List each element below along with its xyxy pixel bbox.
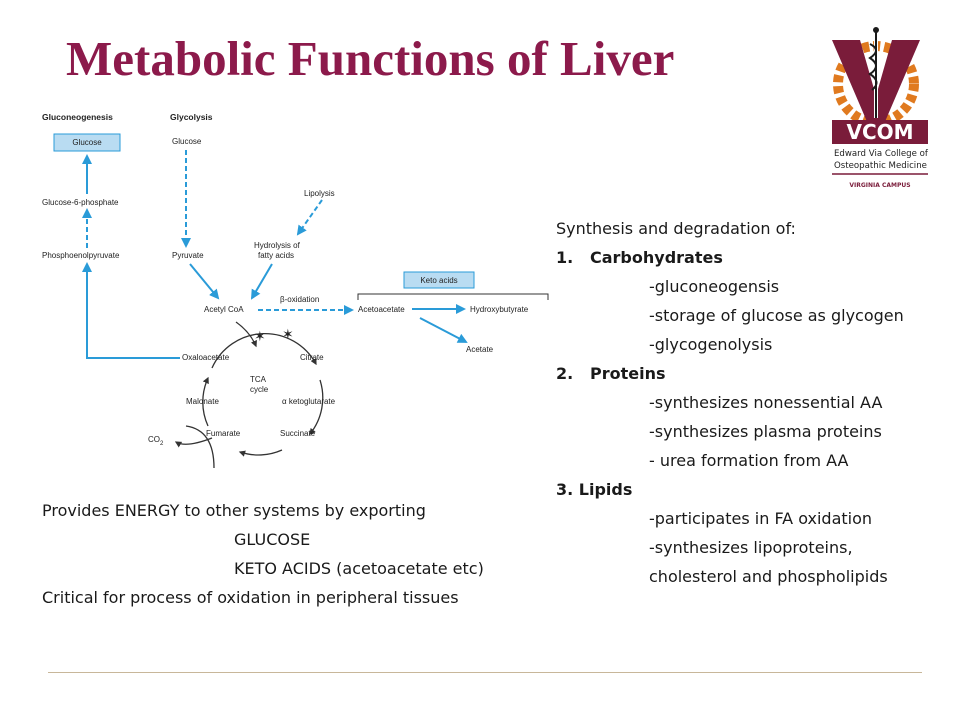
hydrolysis-to-acetylcoa-arrow [250,263,273,300]
list-item: -participates in FA oxidation [649,509,873,528]
tca-label-line1: TCA [250,375,267,384]
tca-label-line2: cycle [250,385,269,394]
energy-line-2: GLUCOSE [234,530,311,549]
alpha-ketoglutarate-label: α ketoglutarate [282,397,336,406]
section-proteins: 2. Proteins [556,359,956,388]
slide-title: Metabolic Functions of Liver [66,31,675,86]
hydroxybutyrate-label: Hydroxybutyrate [470,305,529,314]
glucose-label: Glucose [172,137,202,146]
list-item: -synthesizes nonessential AA [649,393,883,412]
hydrolysis-label-line2: fatty acids [258,251,294,260]
section-carbohydrates: 1. Carbohydrates [556,243,956,272]
list-item: -storage of glucose as glycogen [649,306,904,325]
acetoacetate-to-acetate-arrow [419,317,468,343]
acetyl-coa-label: Acetyl CoA [204,305,244,314]
gluconeogenesis-heading: Gluconeogenesis [42,112,113,122]
succinate-label: Succinate [280,429,316,438]
list-item: -gluconeogensis [649,277,780,296]
lipolysis-label: Lipolysis [304,189,335,198]
footer-divider [48,672,922,673]
logo-campus: VIRGINIA CAMPUS [849,182,910,189]
logo-line2: Osteopathic Medicine [834,161,927,171]
section-heading: 3. Lipids [556,480,633,499]
vcom-logo: VCOM Edward Via College of Osteopathic M… [832,27,929,189]
svg-text:✶: ✶ [254,329,266,345]
svg-text:✶: ✶ [282,327,294,343]
section-heading: Proteins [590,364,666,383]
section-number: 1. [556,248,574,267]
section-number: 2. [556,364,574,383]
tca-cycle: ✶ ✶ [174,321,324,469]
oxaloacetate-to-pep-arrow [82,262,180,359]
oxaloacetate-label: Oxaloacetate [182,353,230,362]
caduceus-icon [868,27,879,118]
logo-line1: Edward Via College of [834,149,929,159]
logo-abbrev: VCOM [846,120,913,144]
pyruvate-to-acetylcoa-arrow [189,263,220,300]
acetate-label: Acetate [466,345,494,354]
list-item: -glycogenolysis [649,335,773,354]
glucose-box [53,133,121,152]
synthesis-list: Synthesis and degradation of: 1. Carbohyd… [556,214,956,591]
energy-text: Provides ENERGY to other systems by expo… [42,496,562,612]
metabolic-pathway-diagram: Gluconeogenesis Glycolysis Glucose Gluco… [42,112,549,469]
glucose-box-label: Glucose [72,138,102,147]
v-emblem [832,40,920,124]
list-item: -synthesizes lipoproteins, [649,538,853,557]
phosphoenolpyruvate-label: Phosphoenolpyruvate [42,251,120,260]
keto-acids-bracket [357,293,549,300]
energy-line-3: KETO ACIDS (acetoacetate etc) [234,559,484,578]
hydrolysis-label-line1: Hydrolysis of [254,241,301,250]
fumarate-label: Fumarate [206,429,241,438]
keto-acids-box-label: Keto acids [420,276,457,285]
list-item: -synthesizes plasma proteins [649,422,882,441]
energy-line-4: Critical for process of oxidation in per… [42,588,459,607]
pyruvate-label: Pyruvate [172,251,204,260]
list-item: - urea formation from AA [649,451,849,470]
list-item: cholesterol and phospholipids [649,567,888,586]
section-heading: Carbohydrates [590,248,723,267]
acetoacetate-label: Acetoacetate [358,305,405,314]
glycolysis-heading: Glycolysis [170,112,213,122]
glucose-6-phosphate-label: Glucose-6-phosphate [42,198,119,207]
section-lipids: 3. Lipids [556,475,956,504]
lipolysis-to-hydrolysis-arrow [296,199,323,236]
energy-line-1: Provides ENERGY to other systems by expo… [42,501,426,520]
keto-acids-box [403,271,475,289]
co2-label: CO2 [148,435,164,447]
synthesis-intro: Synthesis and degradation of: [556,219,796,238]
malonate-label: Malonate [186,397,219,406]
beta-oxidation-label: β-oxidation [280,295,319,304]
citrate-label: Citrate [300,353,324,362]
